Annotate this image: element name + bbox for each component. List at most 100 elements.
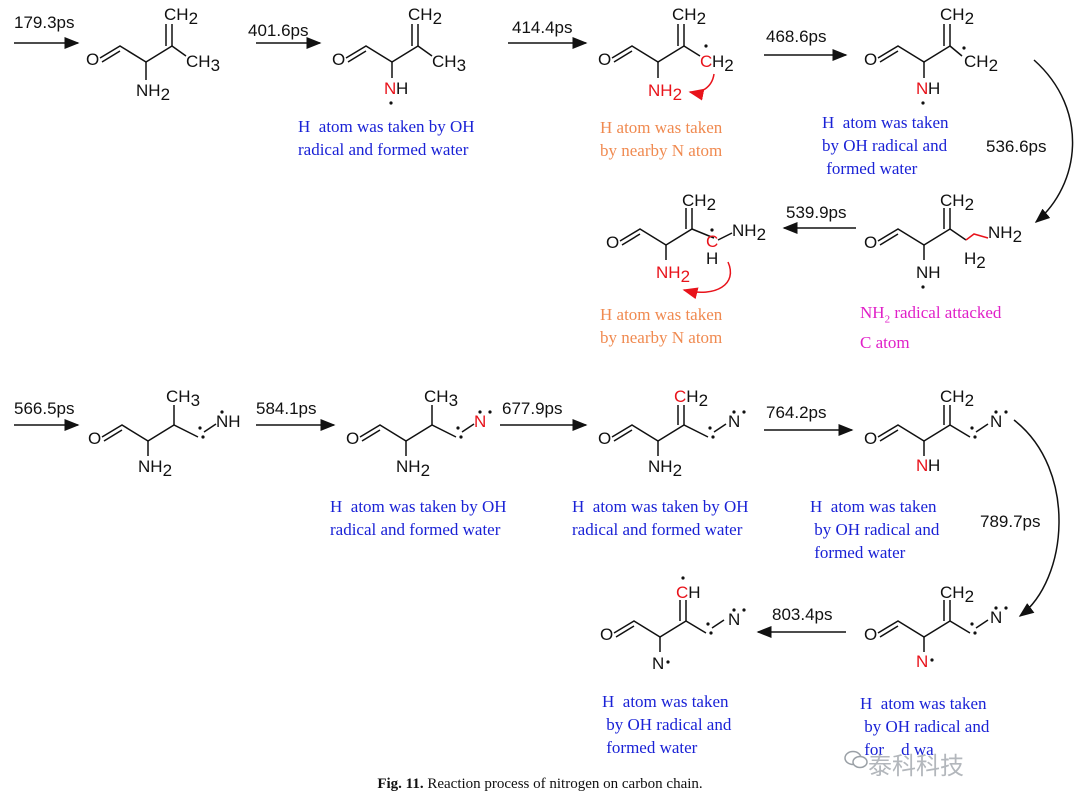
time-label: 179.3ps xyxy=(14,13,75,32)
atom-o: O xyxy=(600,625,613,644)
radical-dot xyxy=(921,285,925,289)
arrow-7: 566.5ps xyxy=(14,399,80,431)
atom-ch3: CH3 xyxy=(424,387,458,410)
molecule-5: O CH2 C NH2 H NH2 xyxy=(606,191,766,300)
atom-nh: NH xyxy=(916,263,941,282)
atom-n-red: N xyxy=(916,456,928,475)
atom-n: N xyxy=(990,412,1002,431)
molecule-10: O CH2 N N H xyxy=(864,387,1008,475)
time-label: 539.9ps xyxy=(786,203,847,222)
atom-h: H xyxy=(928,79,940,98)
atom-ch2: CH2 xyxy=(940,583,974,606)
watermark-text: 泰科科技 xyxy=(868,752,964,780)
note-oh-water-4: H atom was taken by OH radical and forme… xyxy=(572,497,749,539)
arrow-9: 677.9ps xyxy=(500,399,588,431)
molecule-11: O CH2 N N xyxy=(864,583,1008,671)
atom-n: N xyxy=(990,608,1002,627)
atom-o: O xyxy=(864,50,877,69)
atom-ch2: CH2 xyxy=(408,5,442,28)
time-label: 468.6ps xyxy=(766,27,827,46)
transfer-arrow xyxy=(682,261,732,300)
note-oh-water-1: H atom was taken by OH radical and forme… xyxy=(298,117,475,159)
arrow-3: 414.4ps xyxy=(508,18,588,49)
atom-h2: H2 xyxy=(964,249,986,272)
molecule-8: O CH3 N NH2 xyxy=(346,387,492,480)
arrow-5-curved: 536.6ps xyxy=(986,59,1074,223)
time-label: 764.2ps xyxy=(766,403,827,422)
note-oh-water-2: H atom was taken by OH radical and forme… xyxy=(822,113,949,178)
atom-n-red: N xyxy=(916,652,928,671)
atom-nh2: NH2 xyxy=(732,221,766,244)
atom-h: H xyxy=(706,249,718,268)
atom-ch3: CH3 xyxy=(432,52,466,75)
atom-n: N xyxy=(728,610,740,629)
note-oh-water-6: H atom was taken by OH radical and forme… xyxy=(602,692,732,757)
time-label: 536.6ps xyxy=(986,137,1047,156)
atom-o: O xyxy=(864,429,877,448)
time-label: 584.1ps xyxy=(256,399,317,418)
atom-o: O xyxy=(606,233,619,252)
atom-nh2: NH2 xyxy=(988,223,1022,246)
atom-nh2: NH2 xyxy=(138,457,172,480)
radical-dot xyxy=(921,101,925,105)
time-label: 401.6ps xyxy=(248,21,309,40)
atom-nh2-red: NH2 xyxy=(648,81,682,104)
time-label: 789.7ps xyxy=(980,512,1041,531)
atom-ch2: CH2 xyxy=(940,191,974,214)
arrow-10: 764.2ps xyxy=(764,403,854,436)
atom-nh2-red: NH2 xyxy=(656,263,690,286)
arrow-1: 179.3ps xyxy=(14,13,80,49)
radical-dot xyxy=(710,228,714,232)
molecule-7: O CH3 NH NH2 xyxy=(88,387,241,480)
note-nh2-attack: NH2 radical attacked C atom xyxy=(860,303,1002,353)
atom-ch2: CH2 xyxy=(164,5,198,28)
radical-dot xyxy=(389,101,393,105)
atom-h: H xyxy=(928,456,940,475)
note-n-transfer-1: H atom was taken by nearby N atom xyxy=(600,118,723,160)
arrow-4: 468.6ps xyxy=(764,27,848,61)
wechat-icon xyxy=(844,750,868,769)
atom-o: O xyxy=(332,50,345,69)
note-oh-water-5: H atom was taken by OH radical and forme… xyxy=(810,497,940,562)
molecule-1: O CH2 CH3 NH2 xyxy=(86,5,220,104)
molecule-12: O CH N N xyxy=(600,576,746,673)
atom-o: O xyxy=(86,50,99,69)
atom-o: O xyxy=(598,429,611,448)
note-n-transfer-2: H atom was taken by nearby N atom xyxy=(600,305,723,347)
atom-nh2: NH2 xyxy=(396,457,430,480)
atom-nh2: NH2 xyxy=(648,457,682,480)
atom-ch2: CH2 xyxy=(672,5,706,28)
molecule-4: O CH2 CH2 N H xyxy=(864,5,998,105)
figure-caption: Fig. 11. Reaction process of nitrogen on… xyxy=(377,776,703,792)
atom-n-red: N xyxy=(384,79,396,98)
atom-nh: NH xyxy=(216,412,241,431)
atom-ch3: CH3 xyxy=(186,52,220,75)
molecule-9: O CH2 N NH2 xyxy=(598,387,746,480)
atom-ch2b: CH2 xyxy=(964,52,998,75)
atom-h2: H2 xyxy=(712,52,734,75)
time-label: 566.5ps xyxy=(14,399,75,418)
atom-ch2: CH2 xyxy=(940,5,974,28)
radical-dot xyxy=(962,46,966,50)
time-label: 414.4ps xyxy=(512,18,573,37)
atom-c-red: C xyxy=(700,52,712,71)
atom-n-red: N xyxy=(916,79,928,98)
time-label: 677.9ps xyxy=(502,399,563,418)
arrow-11-curved: 789.7ps xyxy=(980,419,1060,617)
atom-o: O xyxy=(346,429,359,448)
note-oh-water-7: H atom was taken by OH radical and for d… xyxy=(860,694,990,759)
radical-dot xyxy=(704,44,708,48)
molecule-3: O CH2 C H2 NH2 xyxy=(598,5,734,104)
atom-ch: CH xyxy=(676,583,701,602)
arrow-2: 401.6ps xyxy=(248,21,322,49)
atom-o: O xyxy=(864,625,877,644)
atom-o: O xyxy=(864,233,877,252)
atom-ch3: CH3 xyxy=(166,387,200,410)
atom-h: H xyxy=(396,79,408,98)
atom-ch2: CH2 xyxy=(674,387,708,410)
molecule-6: O CH2 NH2 H2 NH xyxy=(864,191,1022,289)
arrow-12: 803.4ps xyxy=(756,605,846,638)
atom-n: N xyxy=(652,654,664,673)
